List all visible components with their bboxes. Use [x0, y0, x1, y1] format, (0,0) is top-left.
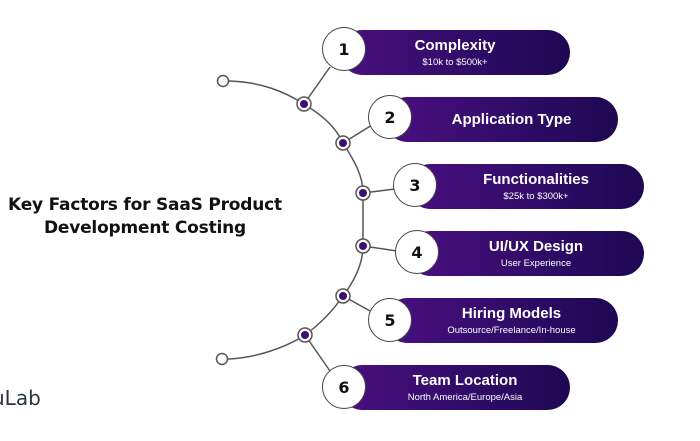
factor-pill-6: Team Location North America/Europe/Asia — [340, 365, 570, 410]
factor-title: Application Type — [451, 110, 572, 128]
arc-path — [227, 80, 364, 360]
factor-detail: $10k to $500k+ — [422, 56, 488, 68]
factor-detail: North America/Europe/Asia — [407, 391, 523, 403]
factor-pill-1: Complexity $10k to $500k+ — [340, 30, 570, 75]
diagram-title: Key Factors for SaaS Product Development… — [0, 194, 310, 240]
factor-number-5: 5 — [368, 298, 412, 342]
node-1 — [296, 96, 312, 112]
factor-number-4: 4 — [395, 230, 439, 274]
title-line-1: Key Factors for SaaS Product — [8, 195, 282, 215]
factor-number-1: 1 — [322, 27, 366, 71]
endpoint-top — [216, 74, 230, 88]
factor-number-6: 6 — [322, 365, 366, 409]
factor-pill-4: UI/UX Design User Experience — [408, 231, 644, 276]
node-5 — [335, 288, 351, 304]
factor-pill-3: Functionalities $25k to $300k+ — [408, 164, 644, 209]
factor-number-2: 2 — [368, 95, 412, 139]
factor-title: Functionalities — [483, 170, 589, 188]
node-3 — [355, 185, 371, 201]
factor-detail: Outsource/Freelance/In-house — [447, 324, 576, 336]
node-6 — [297, 327, 313, 343]
factor-pill-5: Hiring Models Outsource/Freelance/In-hou… — [385, 298, 618, 343]
node-2 — [335, 135, 351, 151]
factor-title: Hiring Models — [461, 304, 562, 322]
node-4 — [355, 238, 371, 254]
endpoint-bottom — [215, 352, 229, 366]
title-line-2: Development Costing — [43, 218, 247, 238]
factor-pill-2: Application Type — [385, 97, 618, 142]
factor-number-3: 3 — [393, 163, 437, 207]
factor-title: UI/UX Design — [488, 237, 584, 255]
factor-title: Complexity — [414, 36, 496, 54]
brand-logo: uLab — [0, 386, 41, 410]
factor-title: Team Location — [412, 371, 518, 389]
factor-detail: $25k to $300k+ — [503, 190, 569, 202]
factor-detail: User Experience — [500, 257, 572, 269]
